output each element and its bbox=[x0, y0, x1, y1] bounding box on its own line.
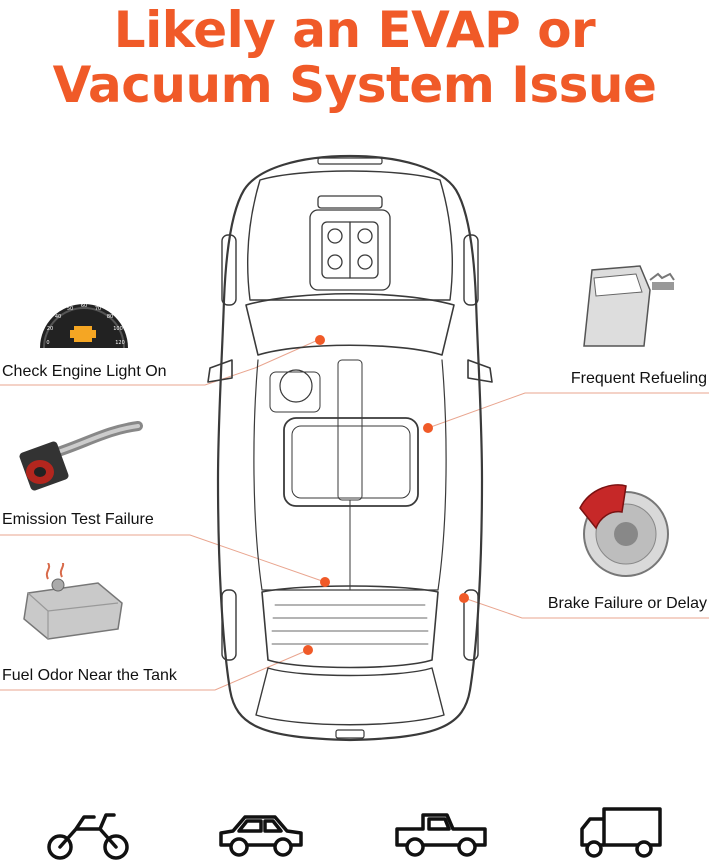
gauge-tick: 40 bbox=[55, 314, 61, 320]
trunk-outline bbox=[255, 667, 445, 726]
front-grille bbox=[317, 157, 383, 165]
rear-window-outline bbox=[261, 585, 439, 669]
gauge-tick: 120 bbox=[115, 340, 125, 346]
symptom-label-fuel-odor: Fuel Odor Near the Tank bbox=[2, 667, 177, 684]
symptom-label-brake: Brake Failure or Delay bbox=[547, 595, 707, 612]
gauge-tick: 50 bbox=[67, 306, 73, 312]
engine-block bbox=[309, 195, 391, 291]
windshield-outline bbox=[245, 292, 455, 356]
connector-check-engine bbox=[0, 339, 319, 386]
connector-brake bbox=[463, 597, 709, 619]
page-title-line-1: Likely an EVAP or bbox=[113, 1, 596, 59]
gauge-tick: 80 bbox=[107, 314, 113, 320]
marker-emission bbox=[320, 577, 330, 587]
marker-refueling bbox=[423, 423, 433, 433]
left-mirror bbox=[207, 359, 233, 383]
page-title-line-2: Vacuum System Issue bbox=[52, 56, 657, 114]
car-icon bbox=[219, 815, 303, 857]
connector-fuel-odor bbox=[0, 649, 309, 691]
connector-emission bbox=[0, 534, 326, 583]
check-engine-gauge-icon: 0 20 40 50 60 70 80 100 120 bbox=[40, 303, 128, 349]
rear-plate bbox=[335, 729, 365, 739]
fuel-tank-icon bbox=[23, 563, 123, 640]
car-door-icon bbox=[583, 265, 675, 347]
symptom-label-emission: Emission Test Failure bbox=[2, 511, 154, 528]
hood-outline bbox=[247, 170, 453, 301]
car-body-outline bbox=[216, 154, 484, 742]
sunroof bbox=[283, 417, 419, 507]
gauge-tick: 100 bbox=[113, 326, 123, 332]
gauge-tick: 0 bbox=[46, 340, 49, 346]
motorcycle-icon bbox=[47, 813, 129, 860]
air-intake-icon bbox=[19, 421, 143, 491]
brake-caliper-icon bbox=[579, 484, 669, 577]
symptom-label-check-engine: Check Engine Light On bbox=[2, 363, 167, 380]
marker-fuel-odor bbox=[303, 645, 313, 655]
box-truck-icon bbox=[580, 807, 662, 858]
right-mirror bbox=[467, 359, 493, 383]
marker-brake bbox=[459, 593, 469, 603]
connector-refueling bbox=[427, 392, 709, 429]
symptom-label-refueling: Frequent Refueling bbox=[570, 370, 707, 387]
pickup-truck-icon bbox=[395, 813, 487, 857]
marker-check-engine bbox=[315, 335, 325, 345]
gauge-tick: 20 bbox=[47, 326, 53, 332]
gauge-tick: 60 bbox=[81, 303, 87, 309]
gauge-tick: 70 bbox=[95, 306, 101, 312]
sunroof-inner bbox=[291, 425, 411, 499]
